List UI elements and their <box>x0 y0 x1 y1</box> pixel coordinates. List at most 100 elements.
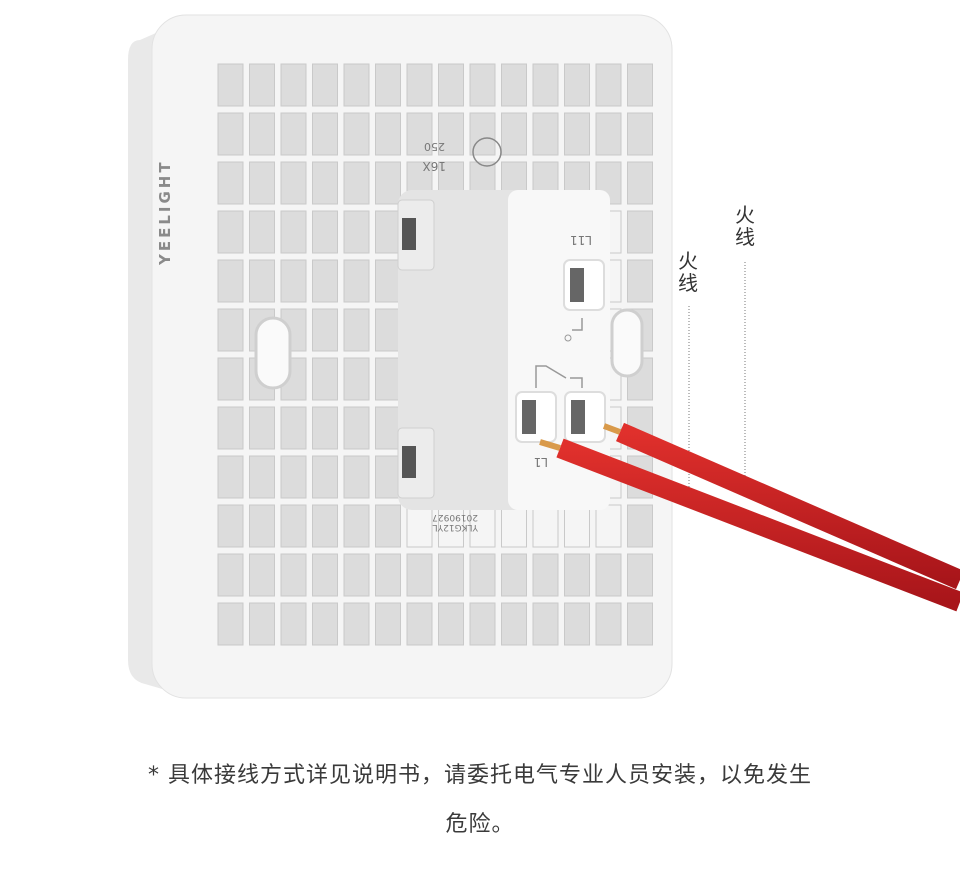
grid-cell <box>312 357 338 401</box>
grid-cell <box>217 553 244 597</box>
grid-cell <box>564 602 590 646</box>
grid-cell <box>438 63 464 107</box>
grid-cell <box>249 455 275 499</box>
grid-cell <box>217 455 244 499</box>
grid-cell <box>312 161 338 205</box>
grid-cell <box>532 553 559 597</box>
grid-cell <box>532 63 559 107</box>
grid-cell <box>406 112 433 156</box>
grid-cell <box>375 210 401 254</box>
grid-cell <box>280 504 307 548</box>
grid-cell <box>501 63 527 107</box>
grid-cell <box>343 63 370 107</box>
grid-cell <box>249 602 275 646</box>
grid-cell <box>343 357 370 401</box>
grid-cell <box>280 406 307 450</box>
grid-cell <box>375 63 401 107</box>
grid-cell <box>627 112 653 156</box>
grid-cell <box>438 602 464 646</box>
grid-cell <box>595 63 622 107</box>
grid-cell <box>375 357 401 401</box>
grid-cell <box>343 406 370 450</box>
grid-cell <box>217 602 244 646</box>
grid-cell <box>217 63 244 107</box>
grid-cell <box>217 406 244 450</box>
grid-cell <box>595 553 622 597</box>
grid-cell <box>249 210 275 254</box>
grid-cell <box>438 112 464 156</box>
grid-cell <box>249 63 275 107</box>
grid-cell <box>627 602 653 646</box>
copper-core-1 <box>602 423 622 435</box>
grid-cell <box>280 161 307 205</box>
grid-cell <box>312 455 338 499</box>
grid-cell <box>343 161 370 205</box>
grid-cell <box>217 259 244 303</box>
terminal-l11-label: L11 <box>570 233 592 247</box>
grid-cell <box>532 112 559 156</box>
grid-cell <box>217 161 244 205</box>
grid-cell <box>343 210 370 254</box>
grid-cell <box>280 259 307 303</box>
switch-symbol <box>535 318 583 388</box>
copper-core-2 <box>539 439 561 451</box>
grid-cell <box>627 259 653 303</box>
grid-cell <box>312 63 338 107</box>
live-wire-label-1: 火线 <box>735 203 755 249</box>
grid-cell <box>375 504 401 548</box>
caption-line-2: 危险。 <box>445 812 515 837</box>
wire-2 <box>556 438 960 612</box>
caption-line-1: * 具体接线方式详见说明书，请委托电气专业人员安装，以免发生 <box>148 763 812 788</box>
grid-cell <box>375 308 401 352</box>
mounting-hole-left <box>254 316 292 390</box>
grid-cell <box>249 504 275 548</box>
grid-cell <box>438 553 464 597</box>
grid-cell <box>217 210 244 254</box>
grid-cell <box>312 602 338 646</box>
grid-cell <box>217 112 244 156</box>
grid-cell <box>469 553 496 597</box>
grid-cell <box>249 406 275 450</box>
grid-cell <box>406 553 433 597</box>
grid-cell <box>343 259 370 303</box>
grid-cell <box>595 112 622 156</box>
grid-cell <box>343 602 370 646</box>
grid-cell <box>375 553 401 597</box>
grid-cell <box>280 63 307 107</box>
grid-cell <box>217 308 244 352</box>
brand-text: YEELIGHT <box>156 159 174 266</box>
grid-cell <box>249 553 275 597</box>
grid-cell <box>406 63 433 107</box>
grid-cell <box>217 357 244 401</box>
grid-cell <box>280 602 307 646</box>
grid-cell <box>564 112 590 156</box>
grid-cell <box>312 406 338 450</box>
grid-cell <box>280 455 307 499</box>
grid-cell <box>564 63 590 107</box>
grid-cell <box>532 602 559 646</box>
grid-cell <box>280 210 307 254</box>
grid-cell <box>312 112 338 156</box>
grid-cell <box>312 210 338 254</box>
grid-cell <box>343 553 370 597</box>
grid-cell <box>280 112 307 156</box>
grid-cell <box>469 602 496 646</box>
grid-cell <box>501 602 527 646</box>
model-text: YLKG12YL <box>433 522 479 532</box>
ccc-mark <box>472 137 502 167</box>
grid-cell <box>627 553 653 597</box>
grid-cell <box>343 112 370 156</box>
grid-cell <box>312 308 338 352</box>
grid-cell <box>249 259 275 303</box>
grid-cell <box>627 63 653 107</box>
grid-cell <box>627 210 653 254</box>
grid-cell <box>501 112 527 156</box>
wire-1 <box>616 422 960 590</box>
grid-cell <box>375 406 401 450</box>
grid-cell <box>564 553 590 597</box>
grid-cell <box>312 259 338 303</box>
grid-cell <box>501 553 527 597</box>
grid-cell <box>406 602 433 646</box>
rating-bottom: 16X <box>423 159 447 173</box>
grid-cell <box>249 112 275 156</box>
